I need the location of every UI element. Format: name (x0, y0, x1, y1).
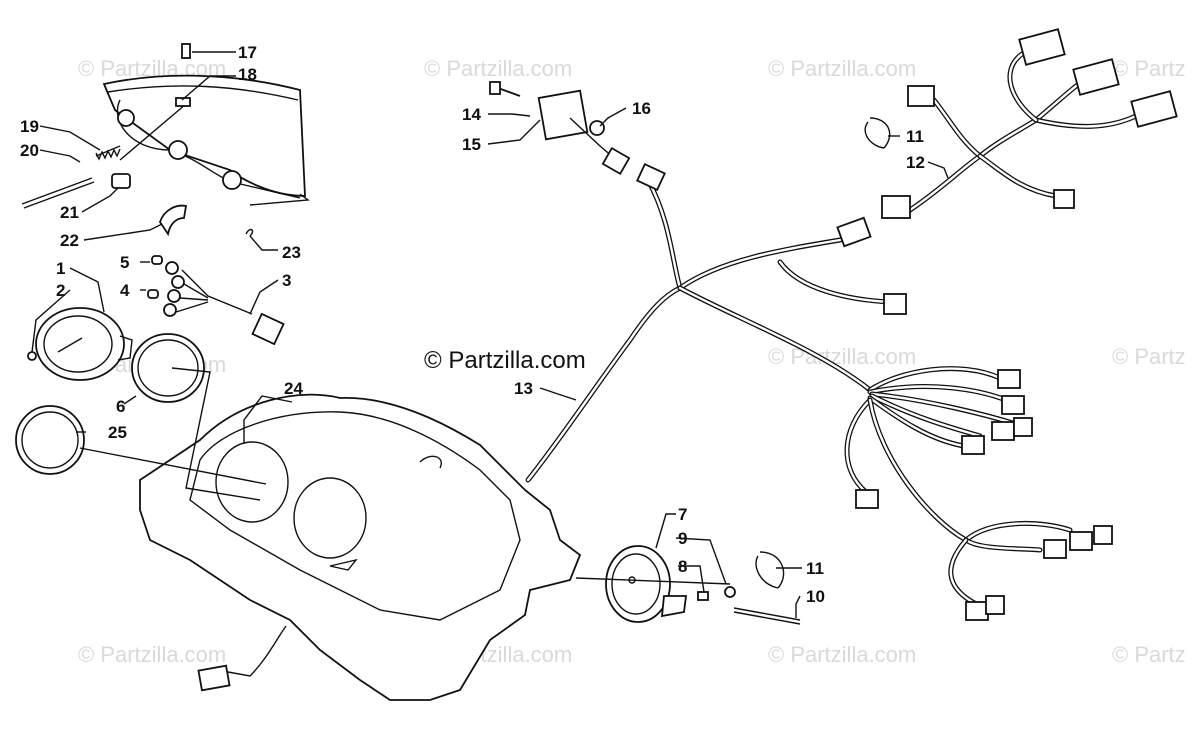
ring-part-6 (131, 333, 205, 403)
callout-3: 3 (282, 271, 291, 290)
callout-12: 12 (906, 153, 925, 172)
cable-part-10-b (733, 611, 801, 625)
clip-part-17 (181, 43, 191, 59)
callout-13: 13 (514, 379, 533, 398)
bezel-inner (21, 411, 79, 469)
bulb-socket-part-21 (111, 173, 131, 189)
clamp-part-11-bottom-b (759, 551, 785, 589)
callout-8: 8 (678, 557, 687, 576)
watermark: © Partz (1112, 344, 1186, 369)
clip-part-23 (245, 228, 254, 237)
callout-16: 16 (632, 99, 651, 118)
watermark: © Partzilla.com (78, 642, 226, 667)
wiring-harness-part-12 (881, 28, 1178, 219)
callout-21: 21 (60, 203, 79, 222)
callout-23: 23 (282, 243, 301, 262)
callout-5: 5 (120, 253, 129, 272)
headlight-housing (102, 74, 310, 206)
callout-1: 1 (56, 259, 65, 278)
watermark: © Partzilla.com (768, 56, 916, 81)
watermark-center: © Partzilla.com (424, 347, 586, 374)
sensor-part-7 (605, 545, 688, 623)
watermark: © Partzilla.com (768, 642, 916, 667)
cable-part-10 (733, 607, 801, 621)
boot-part-22 (159, 204, 188, 237)
washer-part-8 (697, 591, 709, 601)
callout-4: 4 (120, 281, 130, 300)
callout-14: 14 (462, 105, 481, 124)
callout-15: 15 (462, 135, 481, 154)
bracket-part-18 (175, 97, 191, 107)
clamp-part-11-top (864, 121, 885, 149)
clamp-part-11-bottom (755, 555, 779, 589)
bezel-part-25 (15, 405, 85, 475)
callout-9: 9 (678, 529, 687, 548)
callout-18: 18 (238, 65, 257, 84)
dash-panel-part-24 (139, 393, 582, 701)
callout-24: 24 (284, 379, 303, 398)
bulb-set (147, 255, 285, 346)
leader-axis (575, 577, 731, 585)
callout-17: 17 (238, 43, 257, 62)
callout-11-bottom: 11 (806, 559, 824, 578)
leader-lines (31, 51, 949, 618)
callout-10: 10 (806, 587, 825, 606)
regulator-part-15 (489, 81, 631, 176)
callout-11-top: 11 (906, 127, 924, 146)
leader-ring (171, 367, 261, 501)
callout-25: 25 (108, 423, 127, 442)
watermark: © Partzilla.com (424, 56, 572, 81)
nut-part-9 (724, 586, 736, 598)
screw-part-20 (21, 177, 93, 205)
harness-connectors (636, 162, 1113, 621)
clamp-part-11-top-b (869, 117, 891, 149)
callout-20: 20 (20, 141, 39, 160)
watermark: © Partz (1112, 56, 1186, 81)
leader-bezel (79, 447, 267, 485)
watermark: © Partz (1112, 642, 1186, 667)
spring-coil (95, 148, 121, 161)
callout-19: 19 (20, 117, 39, 136)
callout-7: 7 (678, 505, 687, 524)
wiring-harness-part-13 (525, 177, 1073, 607)
screw-thread (23, 181, 95, 209)
watermark: © Partzilla.com (768, 344, 916, 369)
callout-6: 6 (116, 397, 125, 416)
ring-inner (137, 339, 199, 397)
gauge-part-1 (27, 307, 133, 381)
callout-2: 2 (56, 281, 65, 300)
callout-22: 22 (60, 231, 79, 250)
callout-labels: 17 18 19 20 21 22 23 5 4 1 2 3 6 25 24 1… (20, 43, 925, 606)
